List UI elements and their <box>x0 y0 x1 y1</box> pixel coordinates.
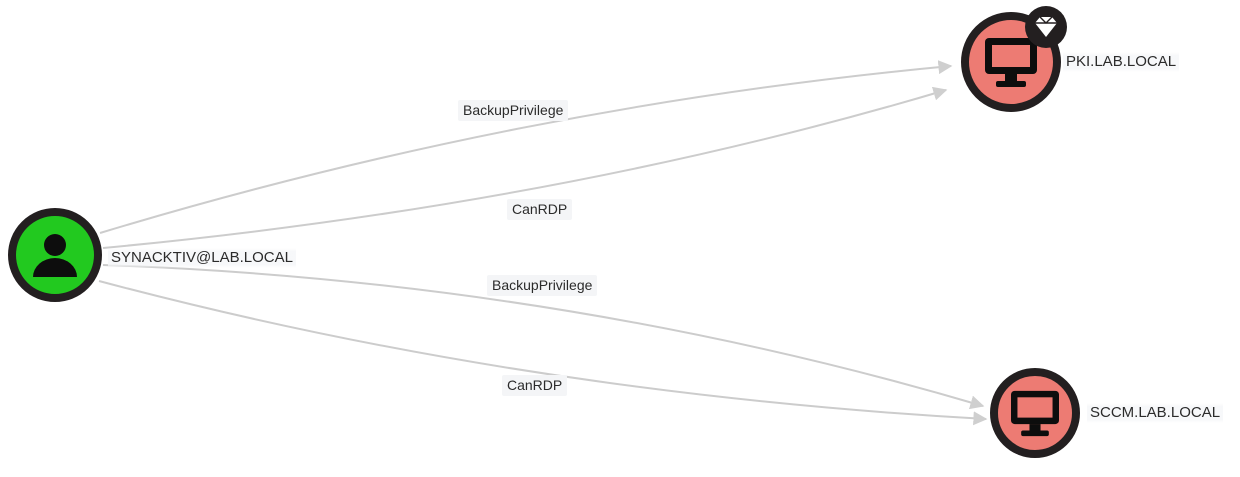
edge-user-sccm-backupprivilege[interactable] <box>102 264 985 410</box>
node-computer-sccm[interactable] <box>990 368 1080 458</box>
edge-user-pki-backupprivilege[interactable] <box>99 60 953 234</box>
edge-label-backupprivilege-sccm[interactable]: BackupPrivilege <box>487 275 598 296</box>
user-icon <box>33 234 77 277</box>
edge-label-backupprivilege-pki[interactable]: BackupPrivilege <box>458 100 569 121</box>
gem-icon <box>1035 16 1057 37</box>
node-label-pki: PKI.LAB.LOCAL <box>1063 52 1180 72</box>
node-label-user: SYNACKTIV@LAB.LOCAL <box>108 248 296 268</box>
edge-user-sccm-canrdp[interactable] <box>98 280 988 426</box>
edge-user-pki-canrdp[interactable] <box>102 86 948 249</box>
computer-icon <box>1011 390 1059 437</box>
high-value-badge[interactable] <box>1025 6 1067 48</box>
edge-label-canrdp-pki[interactable]: CanRDP <box>507 199 573 220</box>
edge-label-canrdp-sccm[interactable]: CanRDP <box>502 375 568 396</box>
node-user-synacktiv[interactable] <box>8 208 102 302</box>
computer-icon <box>985 38 1037 87</box>
node-label-sccm: SCCM.LAB.LOCAL <box>1087 403 1224 423</box>
